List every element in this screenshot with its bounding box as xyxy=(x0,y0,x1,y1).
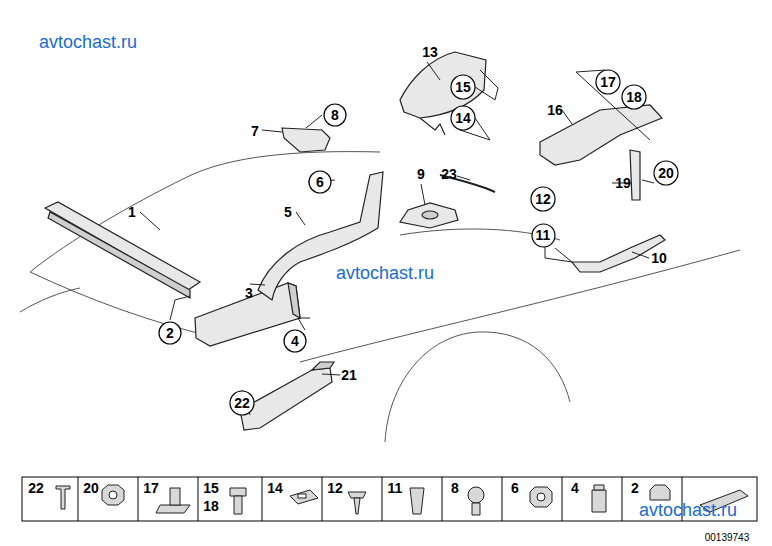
callout-number: 18 xyxy=(626,90,642,104)
circled-callout: 20 xyxy=(653,160,679,186)
callout-number: 12 xyxy=(327,481,343,495)
callout-number: 16 xyxy=(547,103,563,117)
circled-callout: 12 xyxy=(530,186,556,212)
watermark: avtochast.ru xyxy=(39,33,137,51)
callout-number: 21 xyxy=(341,368,357,382)
callout-number: 3 xyxy=(245,286,253,300)
circled-callout: 6 xyxy=(308,170,332,194)
callout-number: 15 xyxy=(455,80,471,94)
callout-number: 6 xyxy=(511,481,519,495)
callout-number: 11 xyxy=(388,481,403,495)
callout-number: 11 xyxy=(536,228,551,242)
callout-number: 18 xyxy=(203,499,219,513)
callout-number: 17 xyxy=(143,481,159,495)
callout-number: 5 xyxy=(284,205,292,219)
callout-number: 2 xyxy=(631,481,639,495)
callout-number: 4 xyxy=(291,334,299,348)
callout-number: 8 xyxy=(331,108,339,122)
circled-callout: 22 xyxy=(229,390,255,416)
callout-number: 8 xyxy=(451,481,459,495)
callout-number: 12 xyxy=(535,192,551,206)
circled-callout: 14 xyxy=(450,105,476,131)
callout-number: 10 xyxy=(651,251,667,265)
callout-number: 15 xyxy=(203,481,219,495)
callout-number: 13 xyxy=(422,45,438,59)
circled-callout: 4 xyxy=(283,329,307,353)
callout-number: 4 xyxy=(571,481,579,495)
callout-number: 00139743 xyxy=(705,533,750,543)
circled-callout: 17 xyxy=(595,69,621,95)
callout-number: 23 xyxy=(441,167,457,181)
callout-number: 22 xyxy=(28,481,44,495)
callout-number: 7 xyxy=(251,124,259,138)
callout-number: 6 xyxy=(316,175,324,189)
circled-callout: 15 xyxy=(450,74,476,100)
circled-callout: 2 xyxy=(158,321,182,345)
callout-number: 14 xyxy=(455,111,471,125)
watermark: avtochast.ru xyxy=(336,264,434,282)
circled-callout: 18 xyxy=(621,84,647,110)
watermark: avtochast.ru xyxy=(639,501,737,519)
callout-number: 17 xyxy=(600,75,616,89)
circled-callout: 8 xyxy=(323,103,347,127)
callout-number: 2 xyxy=(166,326,174,340)
callout-number: 9 xyxy=(417,167,425,181)
circled-callout: 11 xyxy=(531,223,556,248)
callout-number: 22 xyxy=(234,396,250,410)
callout-number: 19 xyxy=(615,176,631,190)
callout-number: 14 xyxy=(267,481,283,495)
callout-number: 20 xyxy=(658,166,674,180)
callout-number: 20 xyxy=(83,481,99,495)
callout-number: 1 xyxy=(128,205,136,219)
